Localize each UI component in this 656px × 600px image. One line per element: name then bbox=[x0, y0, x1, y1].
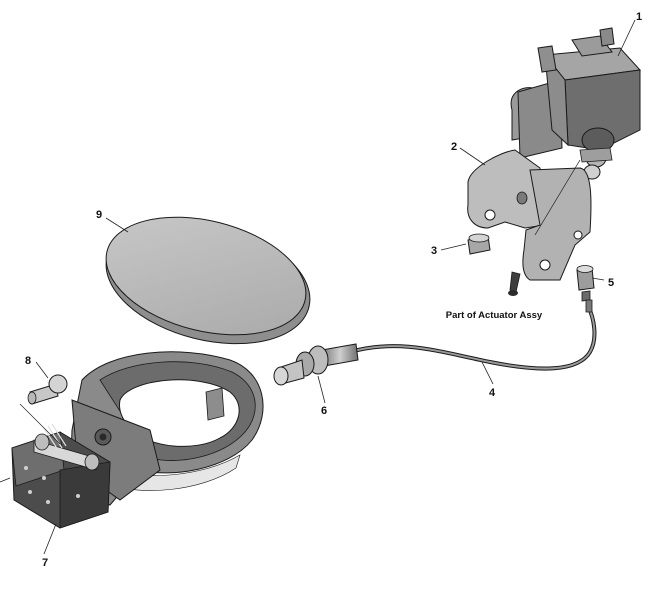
callout-leaders bbox=[35, 19, 636, 555]
actuator-part bbox=[510, 27, 642, 180]
callout-1-label: 1 bbox=[636, 11, 642, 23]
callout-2-label: 2 bbox=[451, 141, 457, 153]
callout-6-label: 6 bbox=[321, 405, 327, 417]
callout-8-label: 8 bbox=[25, 355, 31, 367]
callout-7-label: 7 bbox=[42, 557, 48, 569]
hinge-plate-part bbox=[0, 351, 264, 529]
fuel-cap-part bbox=[105, 216, 311, 345]
screw-part bbox=[508, 271, 521, 296]
actuator-assy-note: Part of Actuator Assy bbox=[446, 310, 543, 321]
bracket-part bbox=[467, 149, 592, 281]
callout-5-label: 5 bbox=[608, 277, 614, 289]
cable-part bbox=[349, 299, 597, 371]
cable-end-part bbox=[273, 343, 359, 386]
callout-3-label: 3 bbox=[431, 245, 437, 257]
grommet-part bbox=[467, 233, 491, 255]
callout-4-label: 4 bbox=[489, 387, 496, 399]
callout-9-label: 9 bbox=[96, 209, 102, 221]
bolt-part bbox=[19, 374, 68, 445]
fitting-part bbox=[576, 265, 595, 302]
